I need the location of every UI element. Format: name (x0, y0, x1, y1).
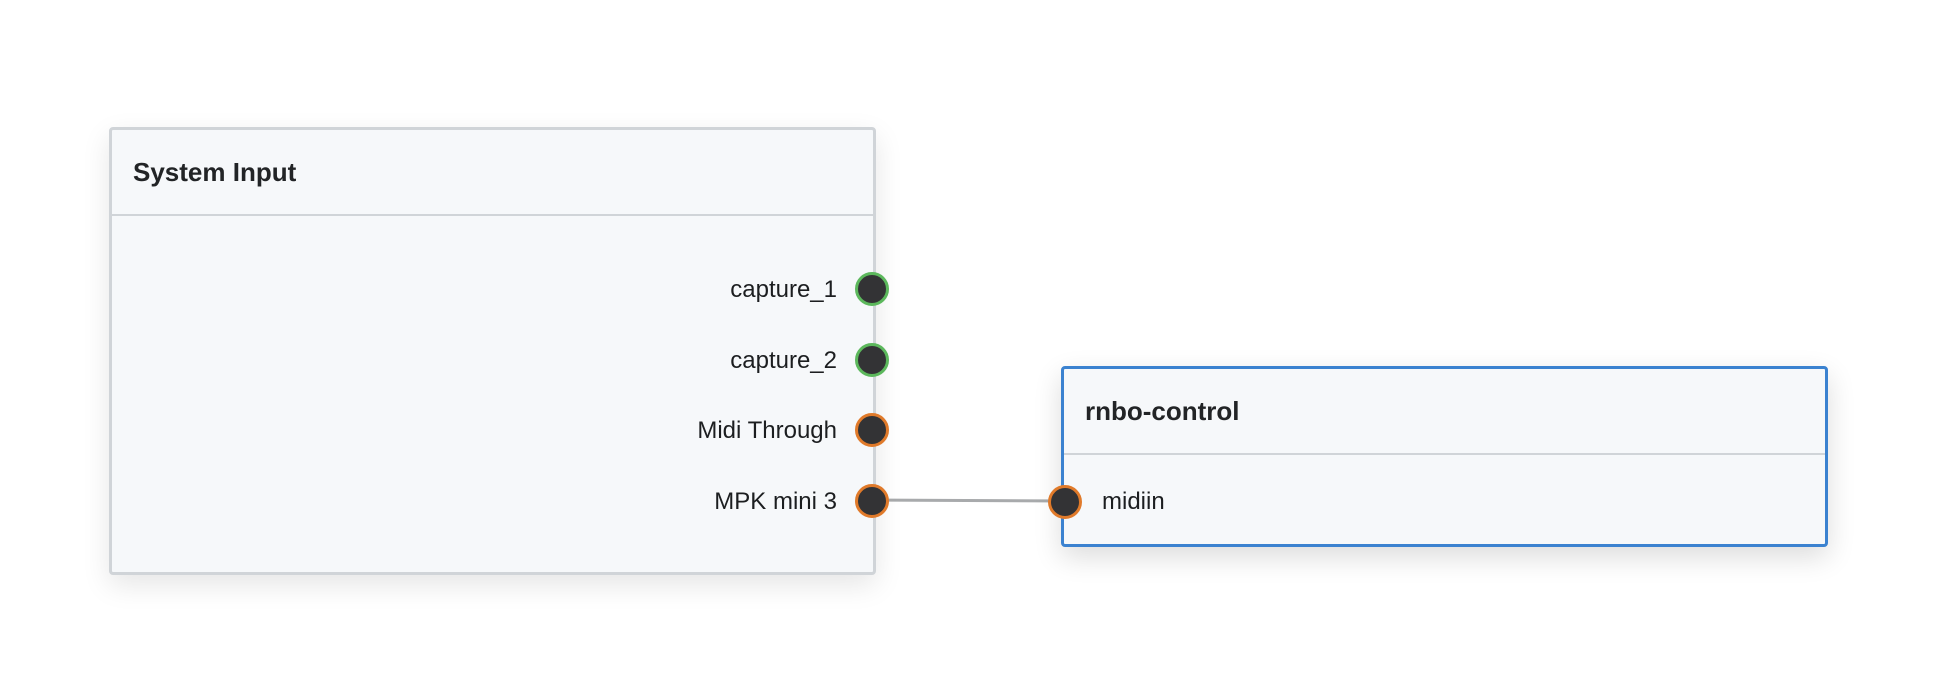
output-port-capture-2[interactable] (855, 343, 889, 377)
node-header[interactable]: System Input (112, 130, 873, 216)
port-label-capture-1: capture_1 (730, 276, 837, 303)
input-port-midiin[interactable] (1048, 485, 1082, 519)
node-header[interactable]: rnbo-control (1064, 369, 1825, 455)
rnbo-control-node[interactable]: rnbo-control midiin (1061, 366, 1828, 547)
port-label-mpk-mini-3: MPK mini 3 (714, 488, 837, 515)
node-title: rnbo-control (1085, 395, 1240, 426)
node-title: System Input (133, 156, 297, 187)
port-label-capture-2: capture_2 (730, 347, 837, 374)
output-port-mpk-mini-3[interactable] (855, 484, 889, 518)
port-label-midiin: midiin (1102, 488, 1165, 515)
system-input-node[interactable]: System Input capture_1 capture_2 Midi Th… (109, 127, 876, 575)
port-label-midi-through: Midi Through (697, 417, 837, 444)
output-port-capture-1[interactable] (855, 272, 889, 306)
connection-wire[interactable] (871, 498, 1066, 503)
output-port-midi-through[interactable] (855, 413, 889, 447)
